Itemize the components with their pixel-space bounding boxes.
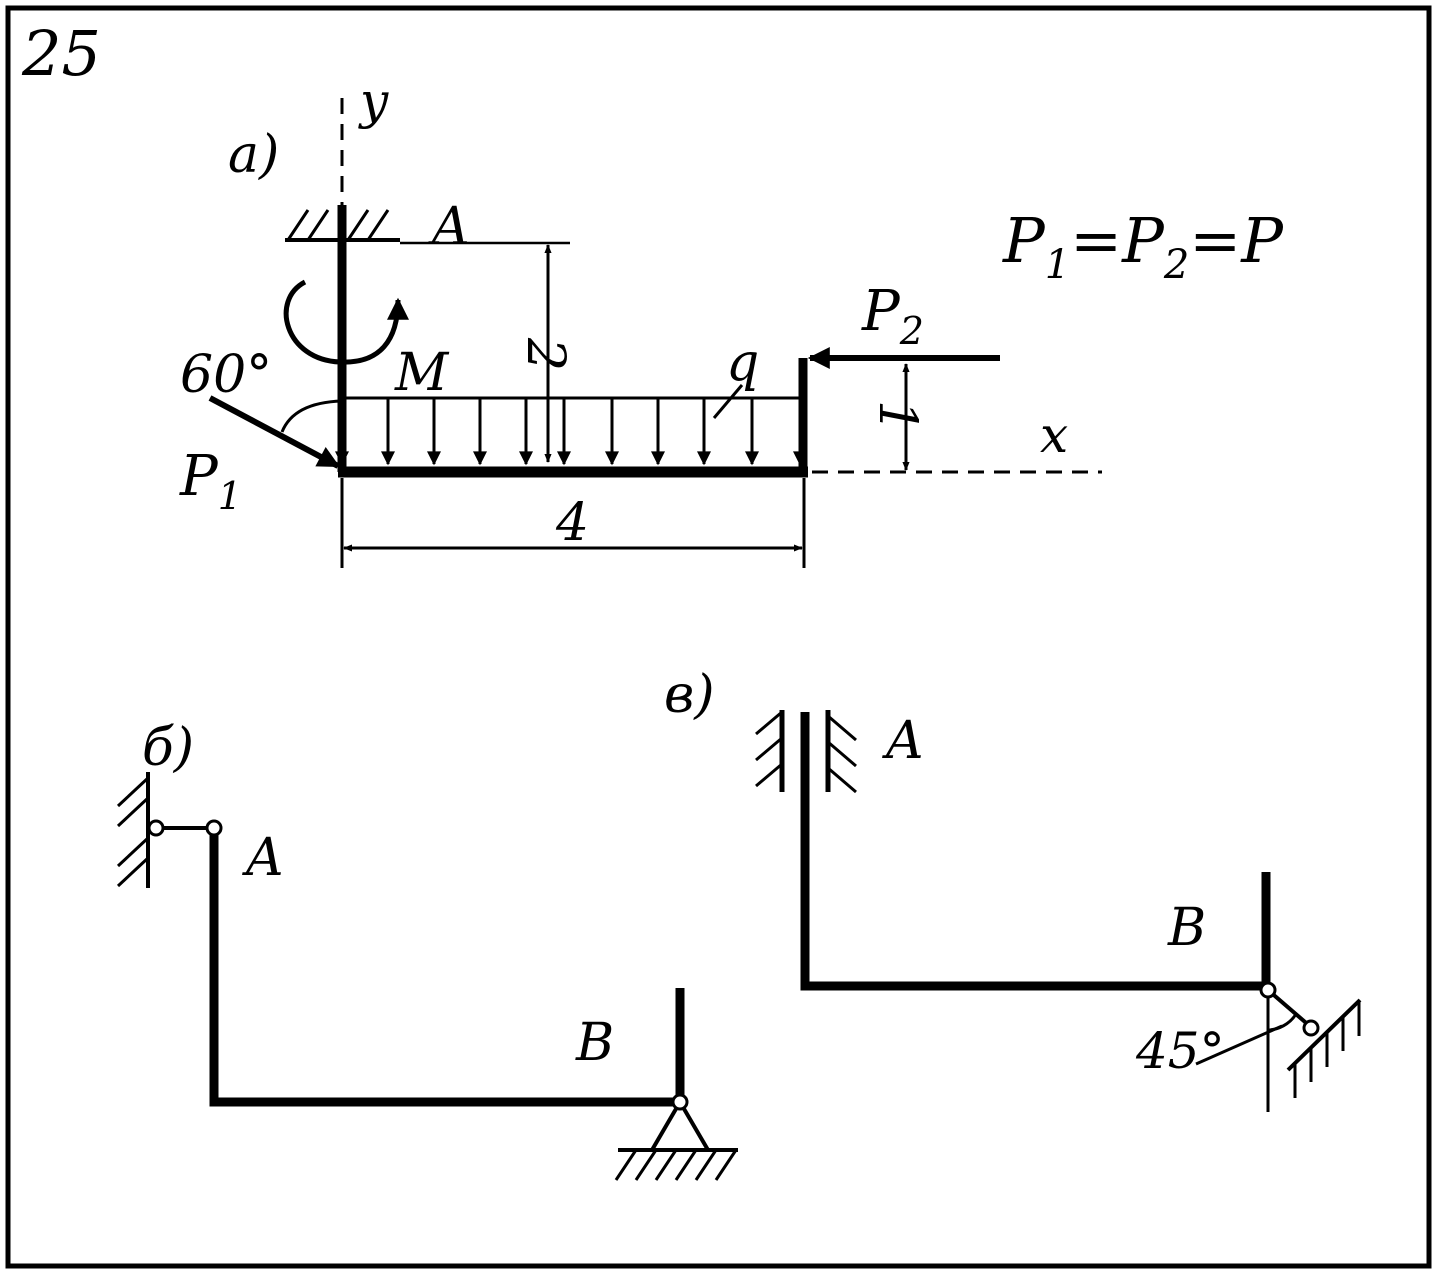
point-a-label: A <box>428 197 470 257</box>
dimension-2-label: 2 <box>515 337 575 371</box>
problem-number: 25 <box>21 17 101 90</box>
angle-45-leader <box>1195 1024 1283 1066</box>
dimension-4-label: 4 <box>555 493 589 553</box>
force-p2: P2 <box>807 279 1000 369</box>
hinge-wall <box>147 819 165 837</box>
wall-hatching <box>116 776 150 888</box>
point-a-label-b: A <box>242 828 284 888</box>
panel-v: в) A B <box>664 665 1362 1112</box>
distributed-load-q: q <box>335 333 807 466</box>
sleeve-hatching <box>755 710 857 794</box>
load-arrows <box>335 398 807 466</box>
load-leader <box>712 384 744 419</box>
roller-hinge <box>1302 1019 1320 1037</box>
support-hatching <box>286 209 390 241</box>
frame-b <box>209 835 682 1107</box>
pin-support-b <box>614 1093 738 1181</box>
point-b-label-b: B <box>575 1013 614 1073</box>
point-a-label-v: A <box>882 711 924 771</box>
panel-v-label: в) <box>664 665 715 725</box>
force-p1-arrow <box>208 395 340 469</box>
frame-v <box>800 712 1268 991</box>
sleeve-support-a <box>755 710 857 794</box>
angle-45-label: 45° <box>1135 1022 1225 1080</box>
y-axis-label: y <box>358 72 389 130</box>
inclined-hatching <box>1293 1001 1361 1098</box>
panel-a: а) y A <box>179 72 1102 568</box>
inclined-surface <box>1286 998 1362 1072</box>
angle-60-label: 60° <box>180 345 272 405</box>
roller-rod <box>1266 988 1314 1030</box>
moment-arc <box>283 279 409 365</box>
moment-m-label: M <box>394 343 450 403</box>
wall-support-b <box>116 772 150 888</box>
dimension-1-label: 1 <box>867 400 927 433</box>
hinge-b-v <box>1259 981 1277 999</box>
angle-60-arc <box>280 399 343 433</box>
hinge-b <box>671 1093 689 1111</box>
figure-frame <box>5 5 1432 1269</box>
x-axis-label: x <box>1040 406 1068 464</box>
force-p1: 60° P1 <box>179 345 343 518</box>
panel-a-label: а) <box>228 125 279 185</box>
roller-support-b <box>1195 981 1362 1112</box>
panel-b: б) A B <box>116 718 738 1181</box>
force-p2-label: P2 <box>861 279 924 353</box>
panel-b-label: б) <box>142 718 194 778</box>
hinge-a <box>205 819 223 837</box>
equation-text: P1=P2=P <box>1002 204 1284 288</box>
point-b-label-v: B <box>1167 898 1206 958</box>
load-q-label: q <box>726 333 759 393</box>
force-p1-label: P1 <box>179 444 242 518</box>
equation-p1-p2: P1=P2=P <box>1002 204 1284 288</box>
ground-hatching <box>614 1149 738 1181</box>
moment-m: M <box>283 279 450 403</box>
